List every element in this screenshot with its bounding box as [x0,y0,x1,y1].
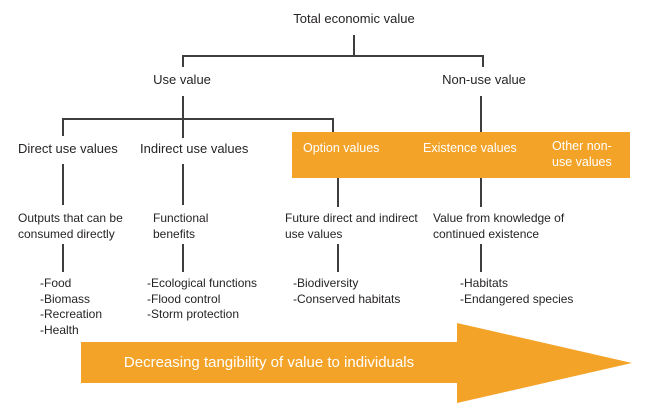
list-item: -Conserved habitats [293,291,401,306]
desc-indirect-use: Functional benefits [153,211,209,241]
list-item: -Biomass [40,291,91,306]
connector-use-stem [182,96,184,138]
items-existence: -Habitats -Endangered species [460,276,573,307]
node-existence-values: Existence values [423,141,517,155]
connector-existence-items-stem [480,244,482,272]
list-item: -Biodiversity [293,276,359,290]
items-direct-use: -Food -Biomass -Recreation -Health [40,276,102,338]
items-option: -Biodiversity -Conserved habitats [293,276,400,307]
node-use-value: Use value [153,72,211,87]
non-tangible-highlight-band: Option values Existence values Other non… [292,132,630,178]
connector-option-stem [337,178,339,207]
node-direct-use-values: Direct use values [18,141,118,156]
items-indirect-use: -Ecological functions -Flood control -St… [147,276,257,323]
list-item: -Health [40,322,79,337]
list-item: -Food [40,276,72,290]
node-option-values: Option values [303,141,380,155]
connector-direct-stem [62,164,64,205]
connector-existence-stem [480,178,482,207]
connector-use-drop [182,55,184,67]
desc-option: Future direct and indirect use values [285,211,418,241]
connector-level2-crossbar [182,55,483,57]
connector-usevalue-crossbar [62,118,334,120]
connector-root-stem [353,35,355,55]
list-item: -Storm protection [147,307,240,321]
tangibility-arrow-head-icon [457,323,632,403]
desc-direct-use: Outputs that can be consumed directly [18,211,123,241]
node-other-non-use-values: Other non- use values [552,139,612,169]
list-item: -Recreation [40,307,103,321]
desc-existence: Value from knowledge of continued existe… [433,211,565,241]
tangibility-arrow-label: Decreasing tangibility of value to indiv… [123,354,415,371]
connector-nonuse-drop [482,55,484,67]
node-non-use-value: Non-use value [442,72,526,87]
connector-direct-items-stem [62,244,64,272]
list-item: -Endangered species [460,291,574,306]
connector-option-drop [332,118,334,133]
list-item: -Ecological functions [147,276,258,290]
connector-direct-drop [62,118,64,136]
connector-option-items-stem [337,244,339,272]
node-indirect-use-values: Indirect use values [140,141,249,156]
connector-indirect-items-stem [182,244,184,272]
node-total-economic-value: Total economic value [293,11,415,26]
connector-indirect-stem [182,164,184,205]
list-item: -Flood control [147,291,221,306]
connector-existence-drop [480,96,482,133]
list-item: -Habitats [460,276,509,290]
tangibility-arrow: Decreasing tangibility of value to indiv… [81,342,457,383]
